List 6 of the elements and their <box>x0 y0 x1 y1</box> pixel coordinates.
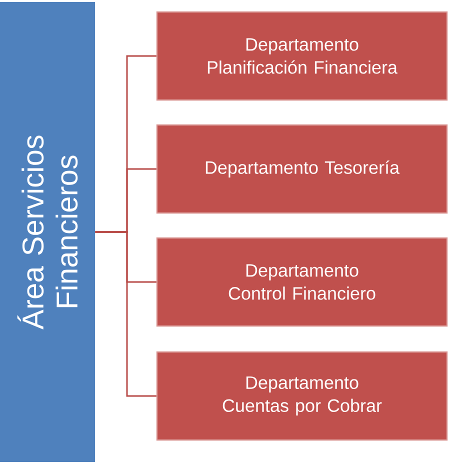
department-box: Departamento Planificación Financiera <box>156 11 448 101</box>
department-box: Departamento Tesorería <box>156 124 448 214</box>
area-bar: Área Servicios Financieros <box>0 2 95 462</box>
department-box: Departamento Control Financiero <box>156 237 448 327</box>
connector-line <box>95 231 156 397</box>
department-box: Departamento Cuentas por Cobrar <box>156 351 448 441</box>
